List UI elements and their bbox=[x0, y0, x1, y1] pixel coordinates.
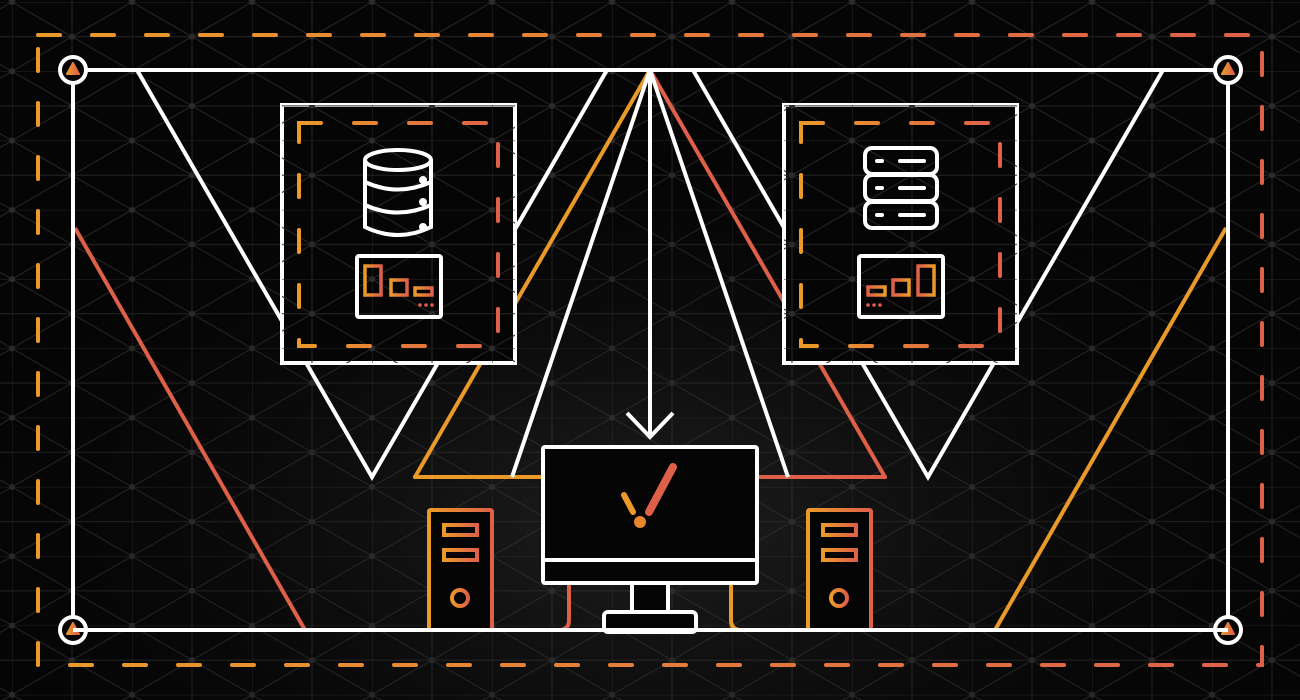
server-panel bbox=[782, 103, 1019, 365]
bar-chart-icon bbox=[355, 254, 443, 319]
left-diagonal bbox=[73, 227, 307, 631]
down-arrow-icon bbox=[625, 70, 675, 440]
corner-node-icon bbox=[1213, 55, 1243, 85]
bar-chart-icon bbox=[857, 254, 945, 319]
desktop-tower-icon bbox=[806, 508, 873, 630]
connector-lines bbox=[135, 68, 1165, 481]
database-icon bbox=[363, 148, 433, 237]
database-panel bbox=[280, 103, 517, 365]
exclamation-icon bbox=[621, 463, 677, 528]
corner-node-icon bbox=[58, 55, 88, 85]
right-diagonal bbox=[993, 227, 1228, 631]
desktop-tower-icon bbox=[427, 508, 494, 630]
server-rack-icon bbox=[863, 146, 939, 230]
outer-dashed-border bbox=[36, 33, 1264, 667]
